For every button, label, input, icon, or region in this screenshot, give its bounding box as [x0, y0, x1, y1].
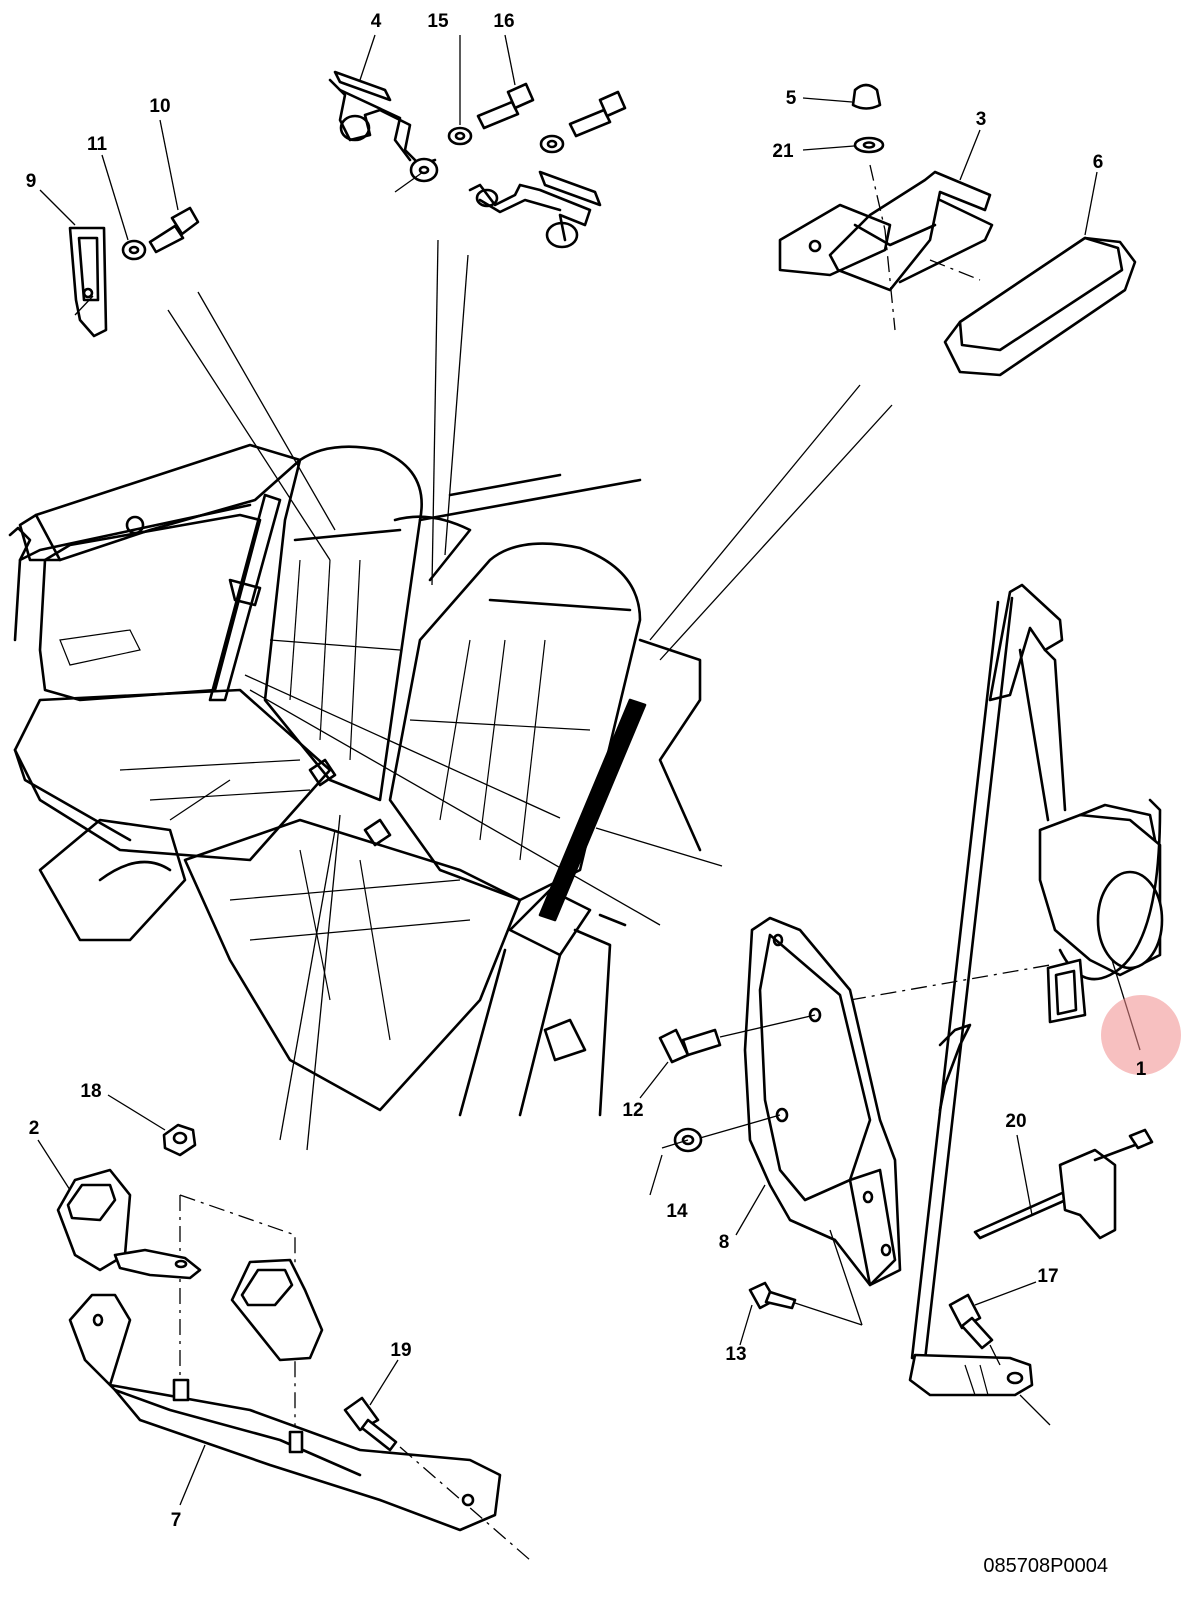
- callout-leaders: [37, 34, 1141, 1506]
- callout-1[interactable]: 1: [1136, 1059, 1147, 1080]
- callout-17[interactable]: 17: [1037, 1266, 1058, 1287]
- rear-seat-illustration: [8, 443, 702, 1117]
- callout-2[interactable]: 2: [29, 1118, 40, 1139]
- callout-16[interactable]: 16: [493, 11, 514, 32]
- seat-leader-lines: [167, 239, 893, 1151]
- part-4-guide-right: [468, 170, 602, 249]
- part-14-nut: [661, 1114, 781, 1153]
- part-1-seat-belt-retractor: [849, 583, 1164, 1397]
- part-8-anchor-plate: [743, 916, 902, 1287]
- part-11-washer: [121, 239, 147, 261]
- part-4-guide: [328, 70, 439, 193]
- callout-18[interactable]: 18: [80, 1081, 101, 1102]
- callout-20[interactable]: 20: [1005, 1111, 1026, 1132]
- part-5-cap-nut: [851, 83, 882, 110]
- part-15-washer: [447, 126, 565, 154]
- callout-19[interactable]: 19: [390, 1340, 411, 1361]
- callout-14[interactable]: 14: [666, 1201, 688, 1222]
- callout-7[interactable]: 7: [171, 1510, 182, 1531]
- part-17-bolt: [948, 1293, 1051, 1426]
- part-2-buckle-left: [56, 1168, 202, 1280]
- part-13-bolt: [748, 1229, 863, 1326]
- callout-8[interactable]: 8: [719, 1232, 730, 1253]
- part-18-nut: [162, 1123, 296, 1430]
- callout-15[interactable]: 15: [427, 11, 449, 32]
- part-19-bolt: [343, 1396, 531, 1561]
- callout-21[interactable]: 21: [772, 141, 794, 162]
- callout-6[interactable]: 6: [1093, 152, 1104, 173]
- part-21-washer: [853, 136, 885, 154]
- callout-9[interactable]: 9: [26, 171, 37, 192]
- diagram-reference-code: 085708P0004: [983, 1555, 1108, 1577]
- callout-11[interactable]: 11: [87, 134, 108, 155]
- callout-4[interactable]: 4: [371, 11, 382, 32]
- callout-labels: 1 2 3 4 5 6 7 8 9 10 11 12 13 14 15 16 1…: [26, 11, 1147, 1531]
- part-20-cable-tie-clip: [973, 1128, 1154, 1240]
- callout-3[interactable]: 3: [976, 109, 987, 130]
- part-6-pad: [943, 236, 1137, 377]
- part-3-guide-bracket: [778, 164, 994, 331]
- part-7-buckle-mount-bar: [68, 1293, 502, 1532]
- part-16-bolt: [476, 82, 627, 138]
- part-12-bolt: [658, 1014, 816, 1064]
- part-2-buckle-right: [230, 1258, 324, 1362]
- part-10-bolt: [148, 206, 200, 254]
- callout-10[interactable]: 10: [149, 96, 170, 117]
- highlight-marker: [1101, 995, 1181, 1075]
- callout-12[interactable]: 12: [622, 1100, 643, 1121]
- callout-5[interactable]: 5: [786, 88, 797, 109]
- part-9-bracket: [68, 226, 108, 338]
- callout-13[interactable]: 13: [725, 1344, 746, 1365]
